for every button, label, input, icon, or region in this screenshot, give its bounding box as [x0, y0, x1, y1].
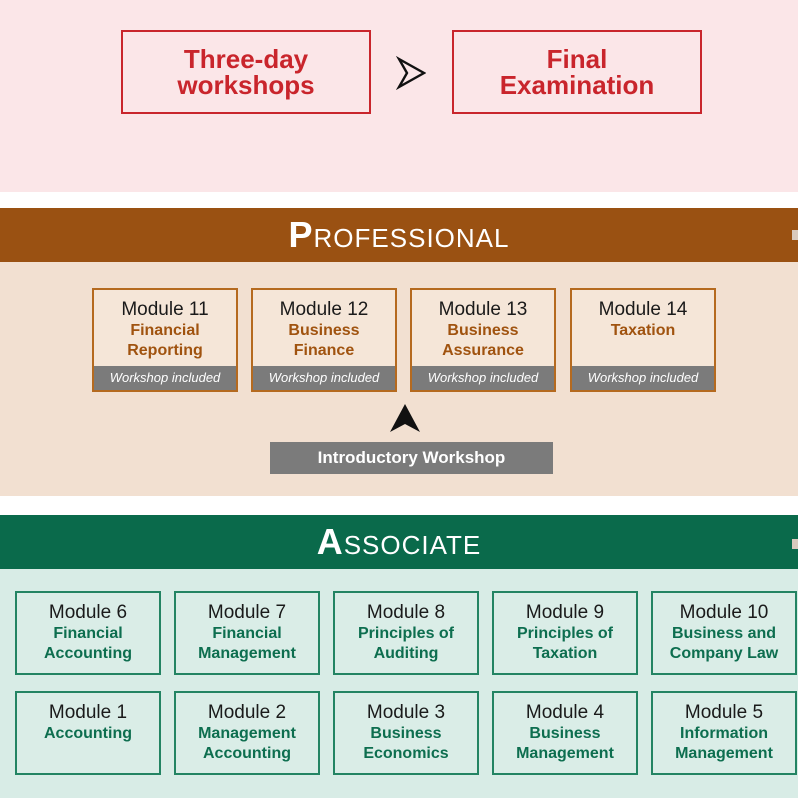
professional-header: PROFESSIONAL [0, 208, 798, 262]
module-1-box: Module 1 Accounting [15, 691, 161, 775]
module-number: Module 11 [121, 299, 209, 320]
module-number: Module 12 [279, 299, 369, 320]
exam-stage-panel: Three-day workshops Final Examination [0, 0, 798, 192]
final-examination-box: Final Examination [452, 30, 702, 114]
module-number: Module 6 [48, 602, 128, 623]
module-7-box: Module 7 Financial Management [174, 591, 320, 675]
module-name-line1: Business [529, 725, 601, 742]
module-name-line2: Finance [293, 342, 355, 359]
module-number: Module 13 [438, 299, 528, 320]
module-name-line1: Financial [212, 625, 282, 642]
module-name-line2: Management [516, 745, 614, 762]
module-number: Module 2 [207, 702, 287, 723]
module-name-line2: Assurance [442, 342, 524, 359]
module-number: Module 9 [525, 602, 605, 623]
module-name-line1: Accounting [44, 725, 132, 742]
module-5-box: Module 5 Information Management [651, 691, 797, 775]
workshop-included-label: Workshop included [572, 366, 714, 390]
three-day-workshops-line1: Three-day [183, 44, 309, 74]
module-number: Module 7 [207, 602, 287, 623]
module-name-line2: Accounting [44, 645, 132, 662]
module-name-line1: Business [288, 322, 360, 339]
module-number: Module 4 [525, 702, 605, 723]
module-name-line2: Management [675, 745, 773, 762]
module-name-line1: Business [447, 322, 519, 339]
module-name-line1: Financial [130, 322, 200, 339]
module-number: Module 1 [48, 702, 128, 723]
module-number: Module 8 [366, 602, 446, 623]
introductory-workshop-box: Introductory Workshop [270, 442, 553, 474]
module-2-box: Module 2 Management Accounting [174, 691, 320, 775]
three-day-workshops-line2: workshops [177, 70, 315, 100]
final-examination-line2: Examination [499, 70, 655, 100]
workshop-included-label: Workshop included [253, 366, 395, 390]
professional-title: PROFESSIONAL [288, 214, 510, 255]
module-number: Module 5 [684, 702, 764, 723]
module-10-box: Module 10 Business and Company Law [651, 591, 797, 675]
module-4-box: Module 4 Business Management [492, 691, 638, 775]
module-name-line2: Company Law [669, 645, 779, 662]
associate-panel: ASSOCIATE Module 6 Financial Accounting … [0, 515, 798, 798]
edge-marker [792, 539, 798, 549]
module-9-box: Module 9 Principles of Taxation [492, 591, 638, 675]
module-name-line2: Auditing [373, 645, 439, 662]
module-name-line1: Management [198, 725, 296, 742]
edge-marker [792, 230, 798, 240]
arrow-up-icon [390, 404, 420, 432]
module-name-line1: Principles of [357, 625, 455, 642]
module-name-line1: Business and [671, 625, 777, 642]
module-8-box: Module 8 Principles of Auditing [333, 591, 479, 675]
module-name-line1: Business [370, 725, 442, 742]
module-number: Module 3 [366, 702, 446, 723]
module-11-box: Module 11 Financial Reporting Workshop i… [92, 288, 238, 392]
module-name-line2: Taxation [532, 645, 598, 662]
module-number: Module 14 [598, 299, 688, 320]
module-name-line2: Management [198, 645, 296, 662]
module-name-line1: Taxation [610, 322, 676, 339]
associate-header: ASSOCIATE [0, 515, 798, 569]
three-day-workshops-box: Three-day workshops [121, 30, 371, 114]
module-name-line1: Principles of [516, 625, 614, 642]
module-name-line1: Information [680, 725, 768, 742]
arrow-right-icon [396, 56, 426, 90]
module-number: Module 10 [679, 602, 769, 623]
module-name-line2: Economics [363, 745, 449, 762]
module-3-box: Module 3 Business Economics [333, 691, 479, 775]
module-14-box: Module 14 Taxation Workshop included [570, 288, 716, 392]
final-examination-line1: Final [546, 44, 608, 74]
workshop-included-label: Workshop included [412, 366, 554, 390]
workshop-included-label: Workshop included [94, 366, 236, 390]
associate-title: ASSOCIATE [316, 521, 482, 562]
module-name-line2: Accounting [203, 745, 291, 762]
module-13-box: Module 13 Business Assurance Workshop in… [410, 288, 556, 392]
professional-panel: PROFESSIONAL Module 11 Financial Reporti… [0, 208, 798, 496]
module-name-line2: Reporting [127, 342, 203, 359]
module-name-line1: Financial [53, 625, 123, 642]
module-12-box: Module 12 Business Finance Workshop incl… [251, 288, 397, 392]
module-6-box: Module 6 Financial Accounting [15, 591, 161, 675]
